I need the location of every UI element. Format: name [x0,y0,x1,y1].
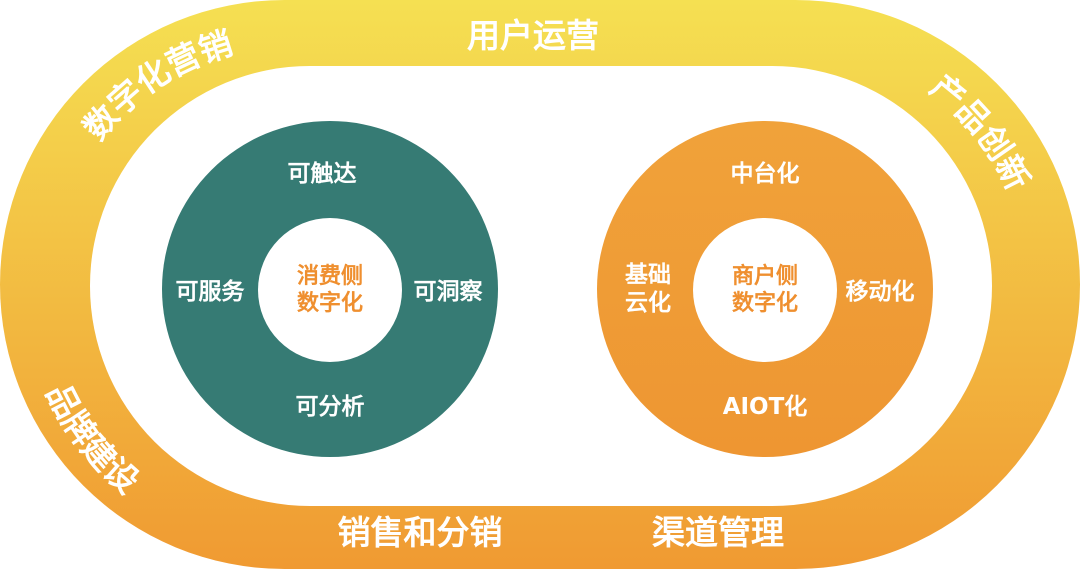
label-sales-distribution: 销售和分销 [338,513,503,552]
consumer-insightful: 可洞察 [414,278,484,305]
merchant-donut: 中台化 基础 云化 移动化 AIOT化 商户侧 数字化 [597,121,933,457]
merchant-aiot: AIOT化 [723,393,808,420]
merchant-middle-platform: 中台化 [731,160,800,187]
consumer-core-line1: 消费侧 [297,264,363,289]
merchant-core-line1: 商户侧 [732,263,798,289]
consumer-serviceable: 可服务 [176,279,246,305]
merchant-mobile: 移动化 [846,278,915,305]
merchant-infra-line2: 云化 [625,289,671,316]
consumer-analyzable: 可分析 [296,394,365,420]
merchant-core-line2: 数字化 [732,290,798,316]
merchant-infra-line1: 基础 [625,262,671,288]
consumer-core-line2: 数字化 [297,290,363,316]
label-user-operations: 用户运营 [467,16,599,55]
label-channel-management: 渠道管理 [652,513,784,552]
consumer-reachable: 可触达 [288,160,357,187]
consumer-donut-core [258,218,402,362]
consumer-donut: 可触达 可服务 可洞察 可分析 消费侧 数字化 [162,121,498,457]
merchant-donut-core [693,218,837,362]
